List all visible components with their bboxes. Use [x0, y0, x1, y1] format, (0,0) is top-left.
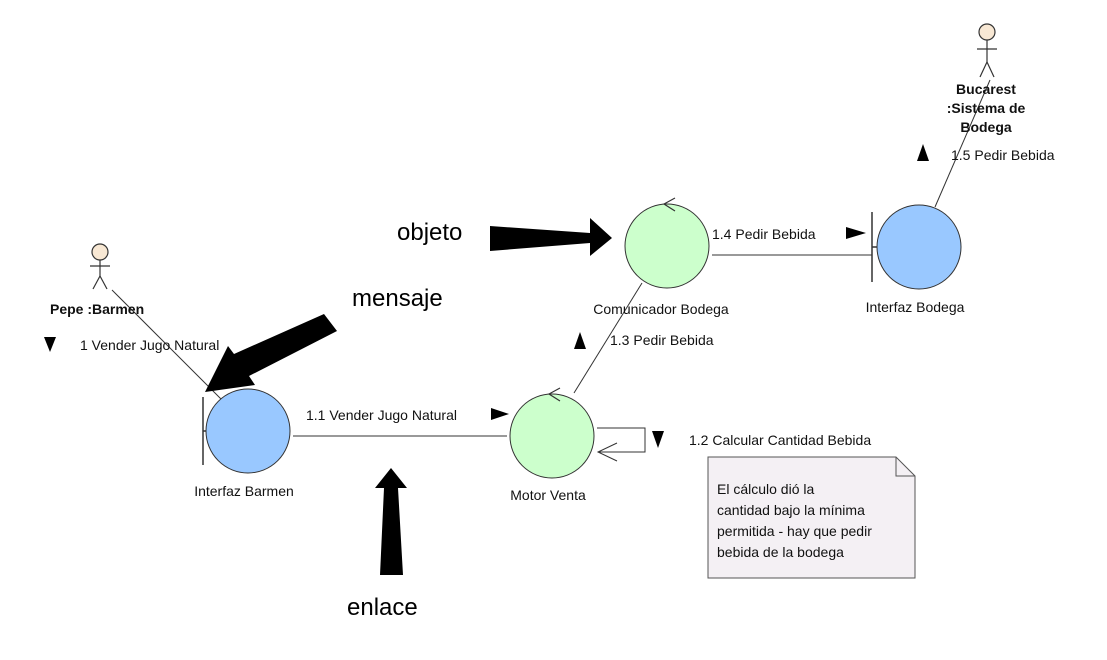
arrow-m1-1	[491, 408, 509, 420]
message-1-5-label: 1.5 Pedir Bebida	[951, 147, 1055, 163]
message-1-4-label: 1.4 Pedir Bebida	[712, 226, 816, 242]
note-text: El cálculo dió la cantidad bajo la mínim…	[717, 481, 872, 560]
arrow-m1-4	[846, 227, 866, 239]
link-motor-venta-comunicador	[573, 282, 643, 394]
arrow-m1	[44, 337, 56, 352]
objeto-arrow-icon	[490, 218, 612, 256]
object-interfaz-barmen-label: Interfaz Barmen	[194, 483, 294, 499]
enlace-arrow-icon	[375, 468, 407, 575]
self-link-motor-venta	[597, 427, 646, 453]
control-comunicador-bodega[interactable]	[624, 197, 710, 289]
links	[111, 79, 991, 462]
message-1-2-label: 1.2 Calcular Cantidad Bebida	[689, 432, 872, 448]
callout-mensaje: mensaje	[352, 285, 443, 312]
self-link-arrowhead	[596, 442, 618, 462]
actor-pepe-icon	[90, 243, 110, 290]
actor-pepe-label: Pepe :Barmen	[50, 301, 145, 317]
message-1-label: 1 Vender Jugo Natural	[80, 337, 220, 353]
callout-objeto: objeto	[397, 219, 463, 246]
actor-bucarest-icon	[977, 23, 997, 78]
arrow-m1-2	[652, 431, 664, 448]
message-1-3-label: 1.3 Pedir Bebida	[610, 332, 714, 348]
actor-bucarest-label: Bucarest :Sistema de Bodega	[946, 81, 1026, 135]
arrow-m1-3	[574, 332, 586, 349]
link-pepe-interfaz-barmen	[111, 289, 223, 401]
object-comunicador-bodega-label: Comunicador Bodega	[593, 301, 729, 317]
control-motor-venta[interactable]	[509, 387, 595, 479]
message-arrows	[44, 144, 929, 448]
arrow-m1-5	[917, 144, 929, 161]
message-1-1-label: 1.1 Vender Jugo Natural	[306, 407, 457, 423]
boundary-interfaz-bodega[interactable]	[871, 204, 962, 290]
callout-enlace: enlace	[347, 594, 418, 621]
boundary-interfaz-barmen[interactable]	[202, 388, 291, 474]
mensaje-arrow-icon	[205, 314, 337, 392]
link-interfaz-bodega-bucarest	[934, 79, 991, 208]
note-shape[interactable]	[707, 456, 916, 579]
callout-arrows	[205, 218, 612, 575]
object-motor-venta-label: Motor Venta	[510, 487, 586, 503]
object-interfaz-bodega-label: Interfaz Bodega	[865, 299, 965, 315]
